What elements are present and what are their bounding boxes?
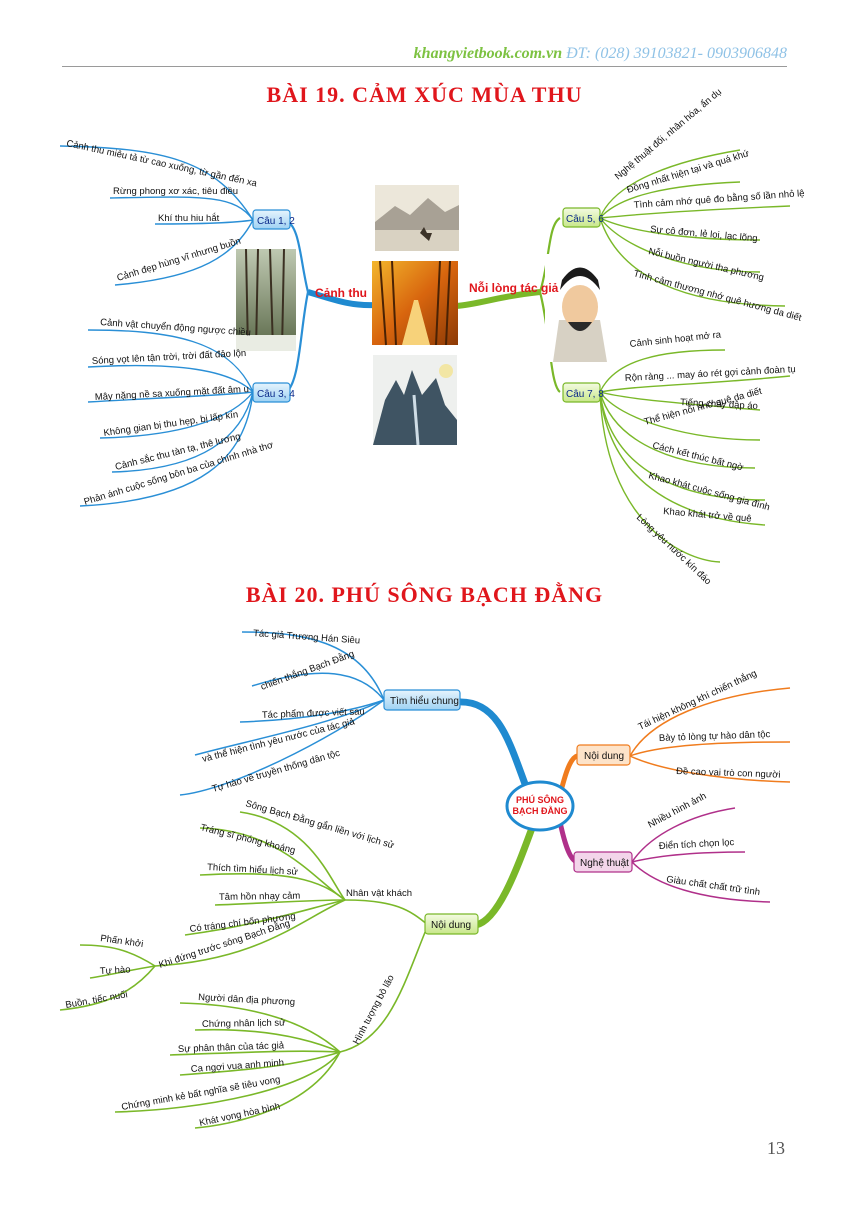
nghe-thuat-box xyxy=(573,851,633,873)
page-number: 13 xyxy=(767,1138,785,1158)
poet-portrait-image xyxy=(545,254,613,362)
leaf-text: Cách kết thúc bất ngờ xyxy=(651,440,744,473)
phone-number: ĐT: (028) 39103821- 0903906848 xyxy=(566,45,787,62)
leaf-text: Tâm hồn nhạy cảm xyxy=(219,891,301,903)
leaf-text: Tự hào xyxy=(100,964,131,977)
cau12-label: Câu 1, 2 xyxy=(257,216,295,227)
tim-hieu-chung-label: Tìm hiểu chung xyxy=(390,695,459,707)
leaf-text: Cảnh vật chuyển động ngược chiều xyxy=(100,317,251,339)
leaf-text: Cảnh sắc thu tàn tạ, thê lương xyxy=(114,431,242,473)
leaf-text: Sự cô đơn, lẻ loi, lạc lõng xyxy=(650,224,758,244)
leaf-text: Không gian bị thu hẹp, bị lấp kín xyxy=(103,409,239,439)
noi-long-tac-gia-label: Nỗi lòng tác giả xyxy=(469,280,559,295)
leaf-text: Rừng phong xơ xác, tiêu điều xyxy=(113,186,238,197)
leaf-text: chiến thắng Bạch Đằng xyxy=(259,649,356,693)
leaf-text: Mây nặng nề sa xuống mặt đất âm u xyxy=(95,384,250,403)
leaf-text: Điển tích chọn lọc xyxy=(659,837,735,852)
leaf-text: Tác phẩm được viết sau xyxy=(262,706,365,721)
leaf-text: Cảnh thu miêu tả từ cao xuống, từ gần đế… xyxy=(65,138,258,189)
center-label-1: PHÚ SÔNG xyxy=(516,794,564,805)
noi-dung-left-box xyxy=(424,913,479,935)
leaf-text: Nhiều hình ảnh xyxy=(646,791,708,831)
leaf-text: Tái hiện không khí chiến thắng xyxy=(637,668,759,733)
cau78-label: Câu 7, 8 xyxy=(566,389,604,400)
tim-hieu-chung-box xyxy=(383,689,461,711)
leaf-text: Giàu chất chất trữ tình xyxy=(666,874,761,898)
noi-dung-left-label: Nội dung xyxy=(431,920,471,931)
canh-thu-label: Cảnh thu xyxy=(315,286,367,300)
leaf-text: Tiếng chày đập áo xyxy=(680,397,758,412)
cau34-box xyxy=(252,382,291,403)
leaf-text: Bày tỏ lòng tự hào dân tộc xyxy=(659,729,771,744)
bai19-map: Cảnh thu Nỗi lòng tác giả Câu 1, 2 Câu 3… xyxy=(59,87,805,587)
bai19-title: BÀI 19. CẢM XÚC MÙA THU xyxy=(266,82,583,107)
landscape-painting-image xyxy=(373,355,457,446)
leaf-text: Cảnh sinh hoạt mở ra xyxy=(629,329,722,350)
noi-dung-right-label: Nội dung xyxy=(584,751,624,762)
cau78-box xyxy=(562,382,601,403)
leaf-text: Khao khát trở về quê xyxy=(663,506,752,525)
leaf-text: Khí thu hiu hắt xyxy=(158,213,220,224)
leaf-text: Rộn ràng ... may áo rét gợi cảnh đoàn tụ xyxy=(625,364,796,384)
winter-forest-image xyxy=(236,248,296,352)
leaf-text: Lòng yêu nước kín đáo xyxy=(634,512,713,587)
autumn-road-image xyxy=(372,260,458,346)
cau12-box xyxy=(252,209,291,230)
leaf-text: Người dân địa phương xyxy=(198,992,295,1008)
hinh-tuong-bo-lao-label: Hình tượng bô lão xyxy=(351,973,397,1046)
header-rule xyxy=(62,66,787,67)
center-label-2: BẠCH ĐẰNG xyxy=(513,806,568,816)
leaf-text: Ca ngợi vua anh minh xyxy=(190,1058,284,1075)
leaf-text: Tác giả Trương Hán Siêu xyxy=(253,628,361,646)
leaf-text: Tình cảm thương nhớ quê hương da diết xyxy=(632,268,803,324)
noi-dung-right-box xyxy=(576,744,631,766)
leaf-text: Sự phân thân của tác giả xyxy=(178,1040,285,1055)
leaf-text: Tráng sĩ phóng khoáng xyxy=(199,822,296,856)
leaf-text: Thích tìm hiểu lịch sử xyxy=(207,862,299,878)
page-header: khangvietbook.com.vn ĐT: (028) 39103821-… xyxy=(414,45,787,63)
leaf-text: Đề cao vai trò con người xyxy=(676,766,781,781)
leaf-text: Buồn, tiếc nuối xyxy=(65,989,129,1011)
leaf-text: Sóng vọt lên tận trời, trời đất đảo lộn xyxy=(92,348,247,367)
cau34-label: Câu 3, 4 xyxy=(257,389,295,400)
leaf-text: Chứng nhân lịch sử xyxy=(202,1018,286,1030)
mountain-river-image xyxy=(375,185,459,251)
site-name: khangvietbook.com.vn xyxy=(413,45,563,62)
center-node xyxy=(505,780,575,832)
bai20-map: PHÚ SÔNG BẠCH ĐẰNG Tìm hiểu chung Nội du… xyxy=(59,628,791,1129)
bai20-title: BÀI 20. PHÚ SÔNG BẠCH ĐẰNG xyxy=(245,582,604,607)
leaf-text: Cảnh đẹp hùng vĩ nhưng buồn xyxy=(116,236,243,284)
cau56-label: Câu 5, 6 xyxy=(566,214,604,225)
cau56-box xyxy=(562,207,601,228)
leaf-text: Khát vọng hòa bình xyxy=(198,1101,281,1129)
nghe-thuat-label: Nghệ thuật xyxy=(580,858,629,869)
nhan-vat-khach-label: Nhân vật khách xyxy=(346,888,412,899)
